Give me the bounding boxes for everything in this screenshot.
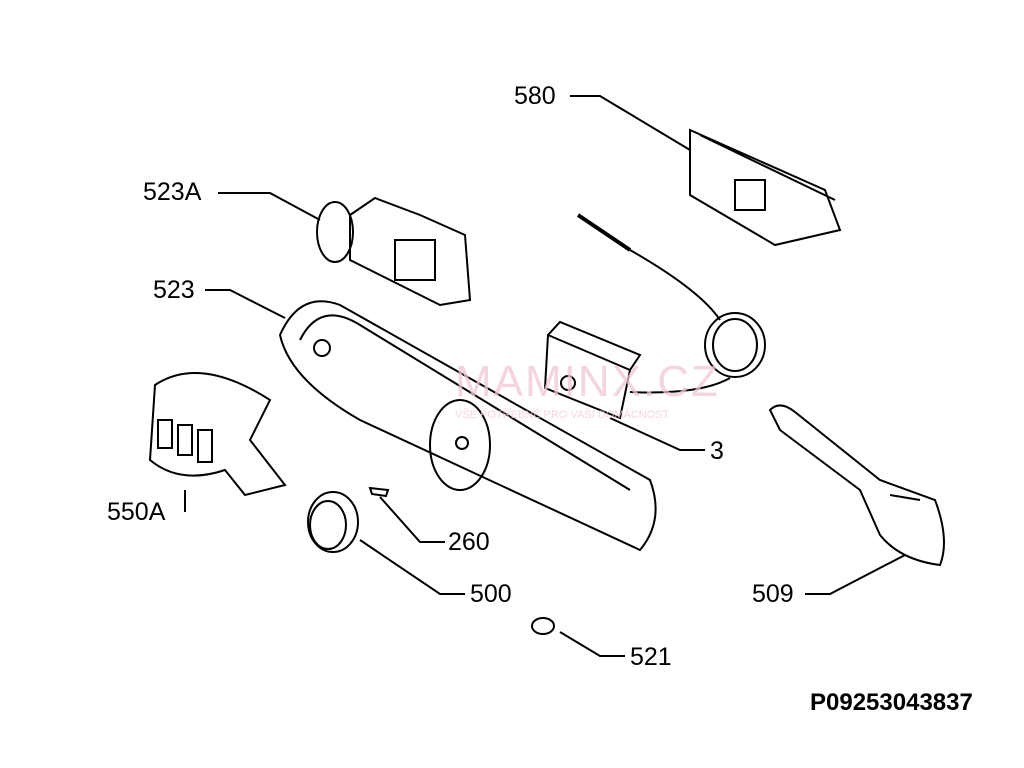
part-550a-cover bbox=[148, 372, 287, 497]
part-521-ring bbox=[531, 617, 555, 635]
label-523a: 523A bbox=[143, 178, 202, 206]
part-260-clip bbox=[368, 486, 390, 498]
part-500-knob bbox=[307, 491, 359, 553]
part-3-thermostat bbox=[543, 320, 642, 420]
label-523: 523 bbox=[153, 276, 195, 304]
part-capillary bbox=[576, 213, 766, 394]
drawing-code: P09253043837 bbox=[810, 689, 973, 716]
part-580-bracket bbox=[689, 128, 842, 247]
label-260: 260 bbox=[448, 528, 490, 556]
label-550a: 550A bbox=[107, 498, 166, 526]
label-580: 580 bbox=[514, 82, 556, 110]
label-3: 3 bbox=[710, 437, 724, 465]
label-521: 521 bbox=[630, 643, 672, 671]
part-523-housing bbox=[278, 300, 657, 552]
part-523a-switch bbox=[316, 196, 472, 307]
part-509-handle bbox=[768, 404, 945, 567]
label-509: 509 bbox=[752, 580, 794, 608]
leader-lines bbox=[184, 95, 906, 657]
label-500: 500 bbox=[470, 580, 512, 608]
